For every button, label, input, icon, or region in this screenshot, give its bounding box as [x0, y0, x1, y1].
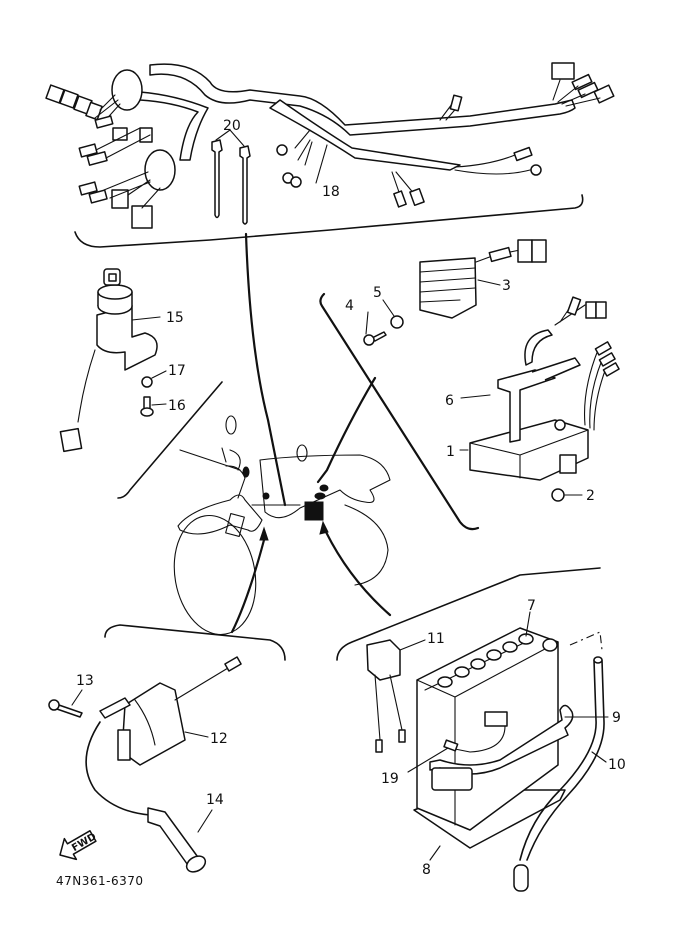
callout-11: 11 — [427, 631, 445, 647]
nut-5 — [390, 315, 404, 329]
battery-band-buckle — [431, 767, 473, 791]
group-frame-cdi — [319, 292, 480, 531]
bike-front-wheel — [173, 514, 257, 636]
high-tension-lead-boot — [99, 697, 131, 719]
harness-connectors-upper-left — [45, 84, 153, 166]
callout-7: 7 — [527, 598, 536, 614]
hose-routing-guide — [569, 631, 603, 651]
group-frame-battery — [336, 567, 601, 661]
grommet-lower — [144, 149, 176, 191]
battery-band — [429, 704, 574, 775]
bike-handlebar-left — [221, 447, 241, 471]
grommet-upper — [111, 69, 143, 111]
coil-primary-lead — [174, 667, 229, 701]
harness-connectors-right — [551, 62, 615, 107]
callout-15: 15 — [166, 310, 184, 326]
ignition-group: 13 12 14 FWD 47N361-6370 — [48, 624, 286, 888]
cdi-group: 3 4 5 1 6 2 — [316, 239, 620, 531]
high-tension-lead — [85, 721, 151, 816]
leader-10 — [591, 751, 607, 763]
nut-2 — [551, 488, 565, 502]
leader-4 — [365, 311, 369, 335]
callout-10: 10 — [608, 757, 626, 773]
leader-11 — [399, 639, 426, 651]
leader-16 — [151, 403, 167, 406]
callout-12: 12 — [210, 731, 228, 747]
bike-rear-wheel — [344, 504, 389, 586]
callout-8: 8 — [422, 862, 431, 878]
callout-18: 18 — [322, 184, 340, 200]
rectifier-regulator — [419, 239, 547, 319]
battery-cell-caps — [437, 633, 558, 688]
battery-terminal-cover — [484, 711, 508, 727]
callout-4: 4 — [345, 298, 354, 314]
pointer-switch — [179, 449, 241, 471]
leader-3 — [477, 279, 501, 286]
leader-18 — [315, 144, 328, 184]
leader-12 — [184, 731, 209, 738]
leader-19 — [407, 747, 449, 773]
harness-connectors-lower-left — [78, 171, 161, 229]
leader-7 — [525, 611, 531, 637]
battery-group: 11 7 8 9 1 — [336, 567, 626, 892]
harness-branch-left — [139, 91, 209, 161]
main-switch — [96, 305, 158, 371]
switch-location-marker — [242, 466, 250, 478]
leader-8 — [429, 845, 441, 861]
leader-5 — [382, 299, 395, 317]
pointer-ignition — [230, 538, 266, 634]
bike-mirror-left — [225, 415, 237, 435]
callout-1: 1 — [446, 444, 455, 460]
callout-3: 3 — [502, 278, 511, 294]
group-frame-switch — [117, 381, 223, 499]
pointer-battery — [324, 530, 392, 617]
fuse-leads — [374, 674, 403, 741]
bike-fender-front — [177, 494, 263, 535]
cable-band — [211, 129, 251, 225]
pointer-harness — [244, 232, 287, 507]
harness-branch-lower — [269, 99, 461, 171]
callout-2: 2 — [586, 488, 595, 504]
cdi-mount-tab — [559, 454, 577, 474]
leader-17 — [151, 370, 167, 379]
callout-14: 14 — [206, 792, 224, 808]
fuse-holder — [366, 639, 401, 681]
nut-17 — [141, 376, 153, 388]
callout-19: 19 — [381, 771, 399, 787]
cdi-lead — [524, 329, 553, 366]
fwd-arrow-icon: FWD — [59, 830, 98, 861]
callout-17: 17 — [168, 363, 186, 379]
callout-13: 13 — [76, 673, 94, 689]
callout-5: 5 — [373, 285, 382, 301]
callout-16: 16 — [168, 398, 186, 414]
lead-wire-19 — [449, 725, 506, 753]
group-frame-ignition — [104, 624, 286, 661]
group-frame-harness — [74, 194, 584, 248]
harness-lead-4 — [294, 129, 313, 166]
switch-coupler — [59, 427, 83, 453]
harness-trunk — [149, 63, 576, 136]
callout-6: 6 — [445, 393, 454, 409]
hose-end — [513, 864, 529, 892]
harness-lead-2 — [454, 154, 531, 175]
leader-14 — [197, 809, 213, 833]
diagram-code: 47N361-6370 — [56, 874, 144, 888]
ignition-coil — [121, 682, 186, 766]
battery-location-marker — [304, 501, 324, 521]
main-switch-group: 15 17 16 — [59, 268, 223, 499]
wire-harness-group: 20 18 — [45, 62, 615, 248]
callout-9: 9 — [612, 710, 621, 726]
bike-mirror-right — [296, 444, 308, 462]
switch-lead — [77, 349, 96, 423]
leader-6 — [460, 394, 491, 399]
callout-20: 20 — [223, 118, 241, 134]
pointer-cdi — [316, 376, 377, 484]
cdi-unit — [469, 419, 589, 481]
leader-13 — [71, 689, 83, 706]
breather-hose — [519, 659, 597, 861]
coil-mount — [117, 729, 131, 761]
leader-15 — [131, 316, 161, 321]
motorcycle-locator — [173, 415, 392, 636]
